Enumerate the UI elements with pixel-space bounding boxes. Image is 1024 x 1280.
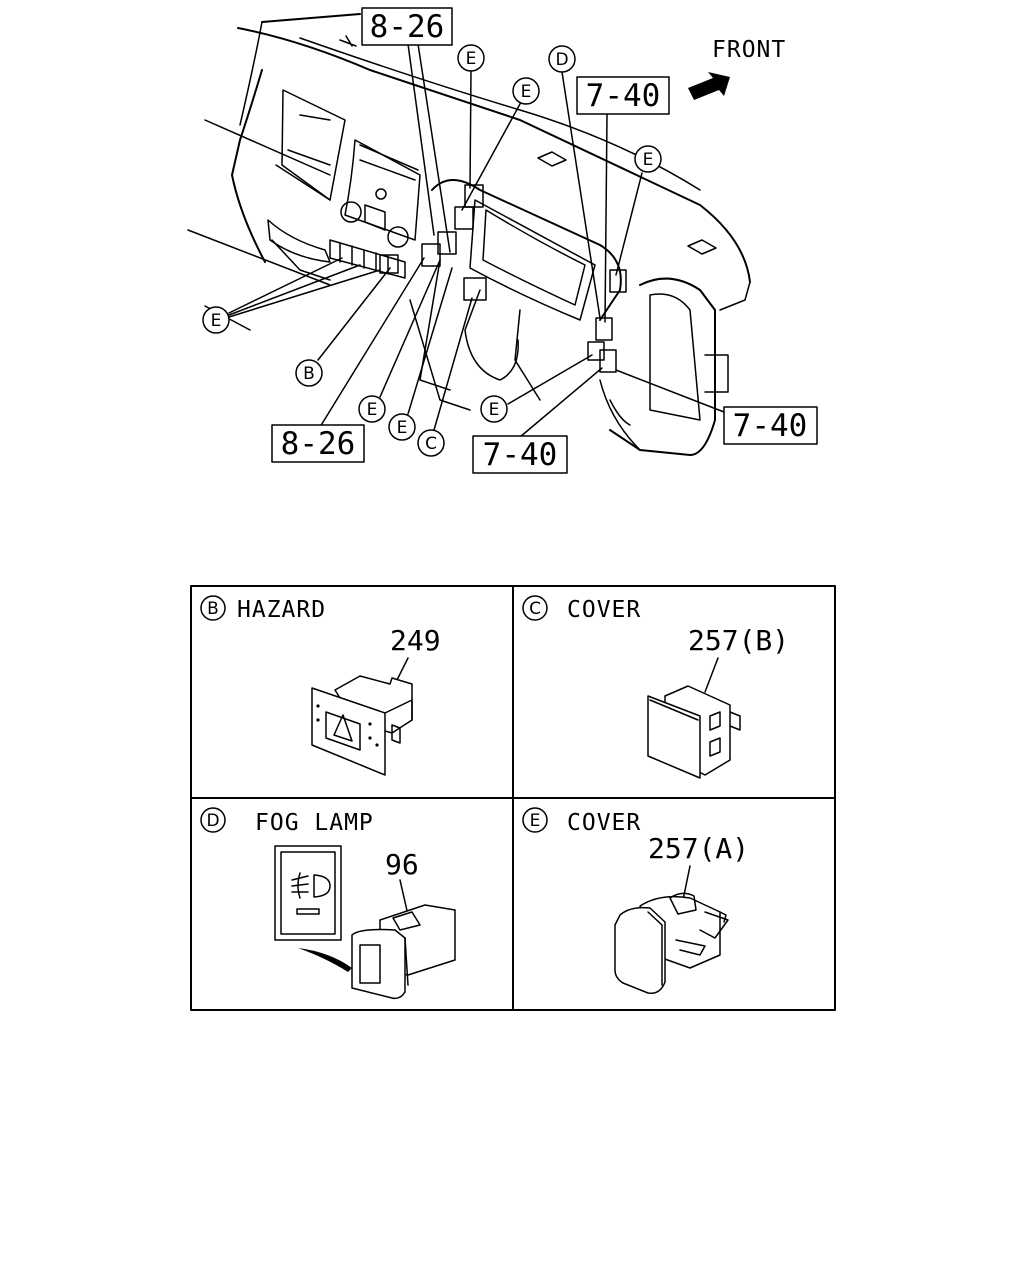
part-number: 257(A) [648,832,749,865]
panel-letter: D [206,811,219,831]
panel-b-hazard: B HAZARD 249 [200,595,441,776]
callout-letter: D [555,50,568,70]
panel-e-cover: E COVER 257(A) [522,807,749,995]
panel-c-cover: C COVER 257(B) [522,595,789,779]
ref-label: 7-40 [483,437,558,473]
callout-letter: B [303,364,315,384]
part-number: 96 [385,848,419,881]
panel-letter: E [530,811,541,831]
panel-letter: C [529,599,541,619]
ref-label: 7-40 [733,408,808,444]
front-label: FRONT [712,37,786,63]
callout-letter: E [211,311,222,331]
panel-letter: B [207,599,219,619]
ref-label: 7-40 [586,78,661,114]
ref-box-7-40-right: 7-40 [723,406,818,445]
ref-box-8-26-bottom: 8-26 [271,424,365,463]
ref-label: 8-26 [370,9,445,45]
panel-title: FOG LAMP [255,810,374,836]
callout-e-3: E [634,145,662,173]
callout-c: C [417,429,445,457]
leader-lines [228,43,725,438]
callout-e-2: E [512,77,540,105]
callout-e-1: E [457,44,485,72]
ref-box-7-40-top: 7-40 [576,76,670,115]
fog-lamp-switch-icon [274,845,456,1000]
part-number: 249 [390,624,441,657]
callout-letter: E [367,400,378,420]
callout-e-5: E [358,395,386,423]
callout-letter: E [397,418,408,438]
parts-table [190,585,836,1011]
hazard-switch-icon [311,675,413,776]
callout-letter: E [521,82,532,102]
part-number: 257(B) [688,624,789,657]
panel-title: HAZARD [237,597,326,623]
callout-letter: E [466,49,477,69]
ref-box-7-40-bottom: 7-40 [472,435,568,474]
ref-box-8-26-top: 8-26 [361,7,453,46]
callout-b: B [295,359,323,387]
panel-title: COVER [567,597,641,623]
callout-e-6: E [388,413,416,441]
front-arrow [688,72,730,100]
panel-title: COVER [567,810,641,836]
callout-letter: C [425,434,437,454]
callout-letter: E [489,400,500,420]
cover-b-icon [647,685,741,779]
panel-d-fog-lamp: D FOG LAMP 96 [200,807,456,1000]
ref-label: 8-26 [281,426,356,462]
callout-e-7: E [480,395,508,423]
cover-a-icon [614,892,729,995]
callout-e-4: E [202,306,230,334]
callout-d: D [548,45,576,73]
callout-letter: E [643,150,654,170]
dashboard-illustration [187,13,751,456]
